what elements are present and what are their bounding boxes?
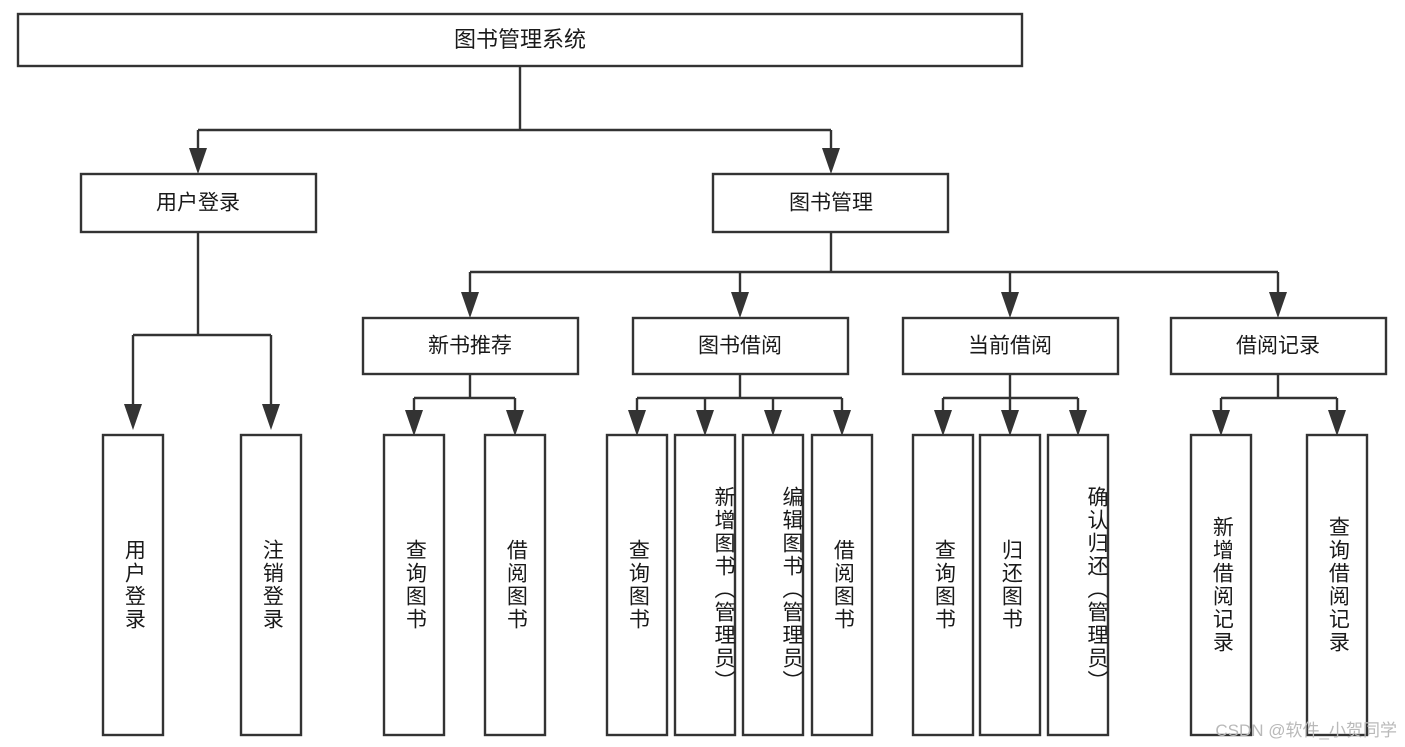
arrow-bb-leaf-2 [696,410,714,436]
node-borrow-record-box[interactable] [1169,316,1388,376]
arrow-nbr-leaf-1 [405,410,423,436]
leaf-box-add-record[interactable] [1189,433,1253,737]
node-book-borrow-label: 图书借阅 [698,335,782,358]
leaf-box-user-logout[interactable] [239,433,303,737]
arrow-bb-leaf-1 [628,410,646,436]
arrow-book-manage-book-borrow [731,292,749,318]
node-user-login-box[interactable] [79,172,318,234]
leaf-box-edit-book[interactable] [741,433,805,737]
arrow-book-manage-current-borrow [1001,292,1019,318]
node-new-book-rec-label: 新书推荐 [428,335,512,358]
arrow-bb-leaf-4 [833,410,851,436]
leaf-box-query-book-3[interactable] [911,433,975,737]
csdn-watermark: CSDN @软件_小贺同学 [1215,721,1397,740]
arrow-bb-leaf-3 [764,410,782,436]
leaf-box-add-book[interactable] [673,433,737,737]
node-book-manage[interactable]: 图书管理 [711,172,950,234]
node-new-book-rec-box[interactable] [361,316,580,376]
node-root-box[interactable] [16,12,1024,68]
arrow-nbr-leaf-2 [506,410,524,436]
arrow-cb-leaf-1 [934,410,952,436]
node-root[interactable]: 图书管理系统 [16,12,1024,68]
node-book-manage-box[interactable] [711,172,950,234]
node-borrow-record-label: 借阅记录 [1236,335,1320,358]
arrow-br-leaf-1 [1212,410,1230,436]
leaf-box-query-record[interactable] [1305,433,1369,737]
node-root-label: 图书管理系统 [454,27,586,52]
leaf-box-confirm-return[interactable] [1046,433,1110,737]
node-user-login[interactable]: 用户登录 [79,172,318,234]
arrow-br-leaf-2 [1328,410,1346,436]
arrow-book-manage-borrow-record [1269,292,1287,318]
node-current-borrow-box[interactable] [901,316,1120,376]
node-borrow-record[interactable]: 借阅记录 [1169,316,1388,376]
arrow-root-to-book-manage [822,148,840,174]
arrow-user-login-leaf-2 [262,404,280,430]
leaf-box-layer [101,433,1369,737]
leaf-box-query-book-2[interactable] [605,433,669,737]
node-book-borrow[interactable]: 图书借阅 [631,316,850,376]
leaf-box-user-login[interactable] [101,433,165,737]
arrow-cb-leaf-2 [1001,410,1019,436]
node-book-manage-label: 图书管理 [789,192,873,215]
arrow-root-to-user-login [189,148,207,174]
arrow-user-login-leaf-1 [124,404,142,430]
node-current-borrow[interactable]: 当前借阅 [901,316,1120,376]
arrow-book-manage-new-book-rec [461,292,479,318]
connector-layer [124,66,1346,436]
leaf-box-borrow-book-2[interactable] [810,433,874,737]
leaf-box-query-book-1[interactable] [382,433,446,737]
leaf-box-borrow-book-1[interactable] [483,433,547,737]
node-current-borrow-label: 当前借阅 [968,335,1052,358]
leaf-box-return-book[interactable] [978,433,1042,737]
node-user-login-label: 用户登录 [156,192,240,215]
node-book-borrow-box[interactable] [631,316,850,376]
node-new-book-rec[interactable]: 新书推荐 [361,316,580,376]
arrow-cb-leaf-3 [1069,410,1087,436]
